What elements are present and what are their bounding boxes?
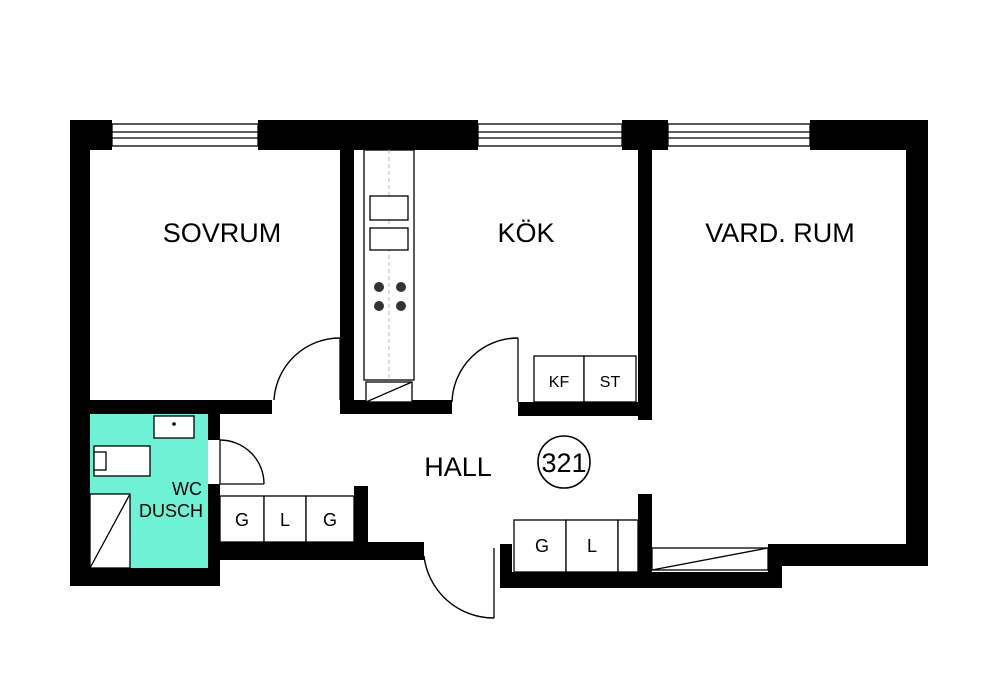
closet-label-g2: G <box>323 510 337 530</box>
walls <box>70 120 928 588</box>
fixture-label-kf: KF <box>549 374 570 391</box>
window-sovrum <box>111 123 259 147</box>
sink-icon <box>153 415 195 439</box>
door-entrance <box>423 548 495 619</box>
apartment-number: 321 <box>541 448 586 478</box>
room-label-sovrum: SOVRUM <box>163 218 282 248</box>
hall-closets-left <box>219 495 355 543</box>
closet-label-l1: L <box>280 510 290 530</box>
hall-closets-right <box>513 519 639 573</box>
closet-label-g1: G <box>235 510 249 530</box>
vardrum-storage <box>651 547 769 571</box>
room-label-kok: KÖK <box>497 218 554 248</box>
door-wc <box>219 439 265 485</box>
shower-icon <box>89 493 131 569</box>
door-sovrum <box>273 337 341 401</box>
window-kok <box>477 123 623 147</box>
kitchen-counter <box>363 149 415 403</box>
window-vardrum <box>667 123 811 147</box>
apartment-number-badge: 321 <box>537 435 591 489</box>
wc-fixtures <box>89 415 195 569</box>
room-label-vardrum: VARD. RUM <box>705 218 855 248</box>
toilet-icon <box>93 445 151 477</box>
closet-label-g3: G <box>535 536 549 556</box>
closet-label-l2: L <box>587 536 597 556</box>
fridge-freezer-cabinets <box>533 355 637 403</box>
room-label-dusch: DUSCH <box>139 501 203 521</box>
room-label-wc: WC <box>172 479 202 499</box>
door-kok <box>451 337 519 403</box>
stove-icon <box>374 282 406 311</box>
fixture-label-st: ST <box>600 374 621 391</box>
room-label-hall: HALL <box>424 452 492 482</box>
